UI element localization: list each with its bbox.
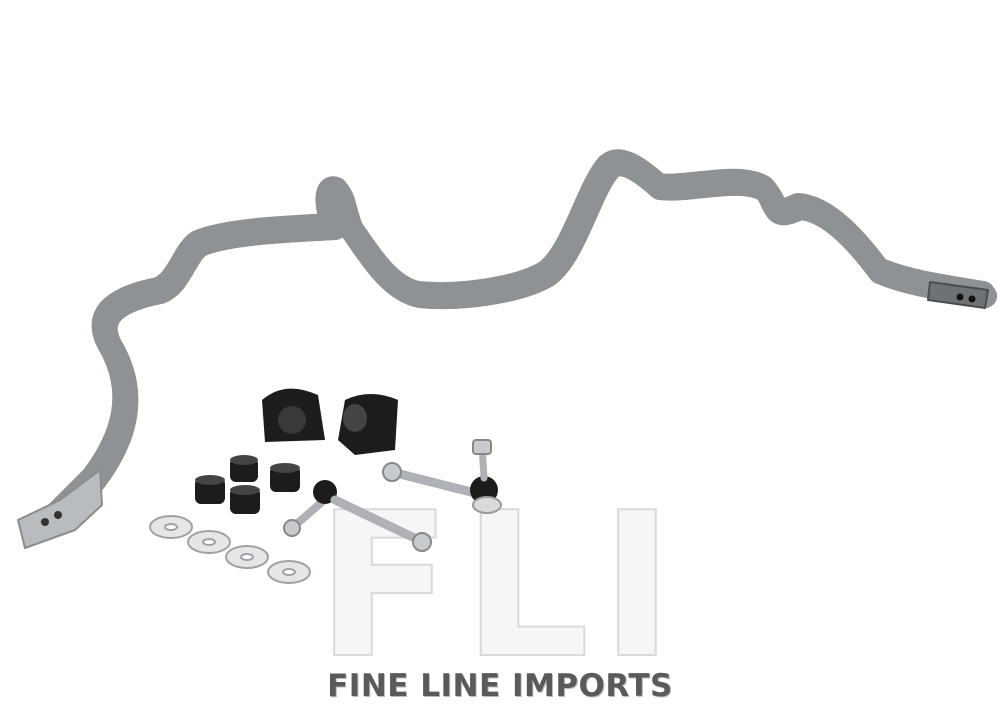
link-bushings bbox=[195, 455, 300, 514]
sway-bar bbox=[17, 161, 997, 549]
brand-logo-text: FINE LINE IMPORTS bbox=[327, 668, 673, 704]
washers bbox=[149, 515, 311, 584]
end-links bbox=[283, 439, 502, 552]
bar-bushings bbox=[262, 388, 398, 455]
